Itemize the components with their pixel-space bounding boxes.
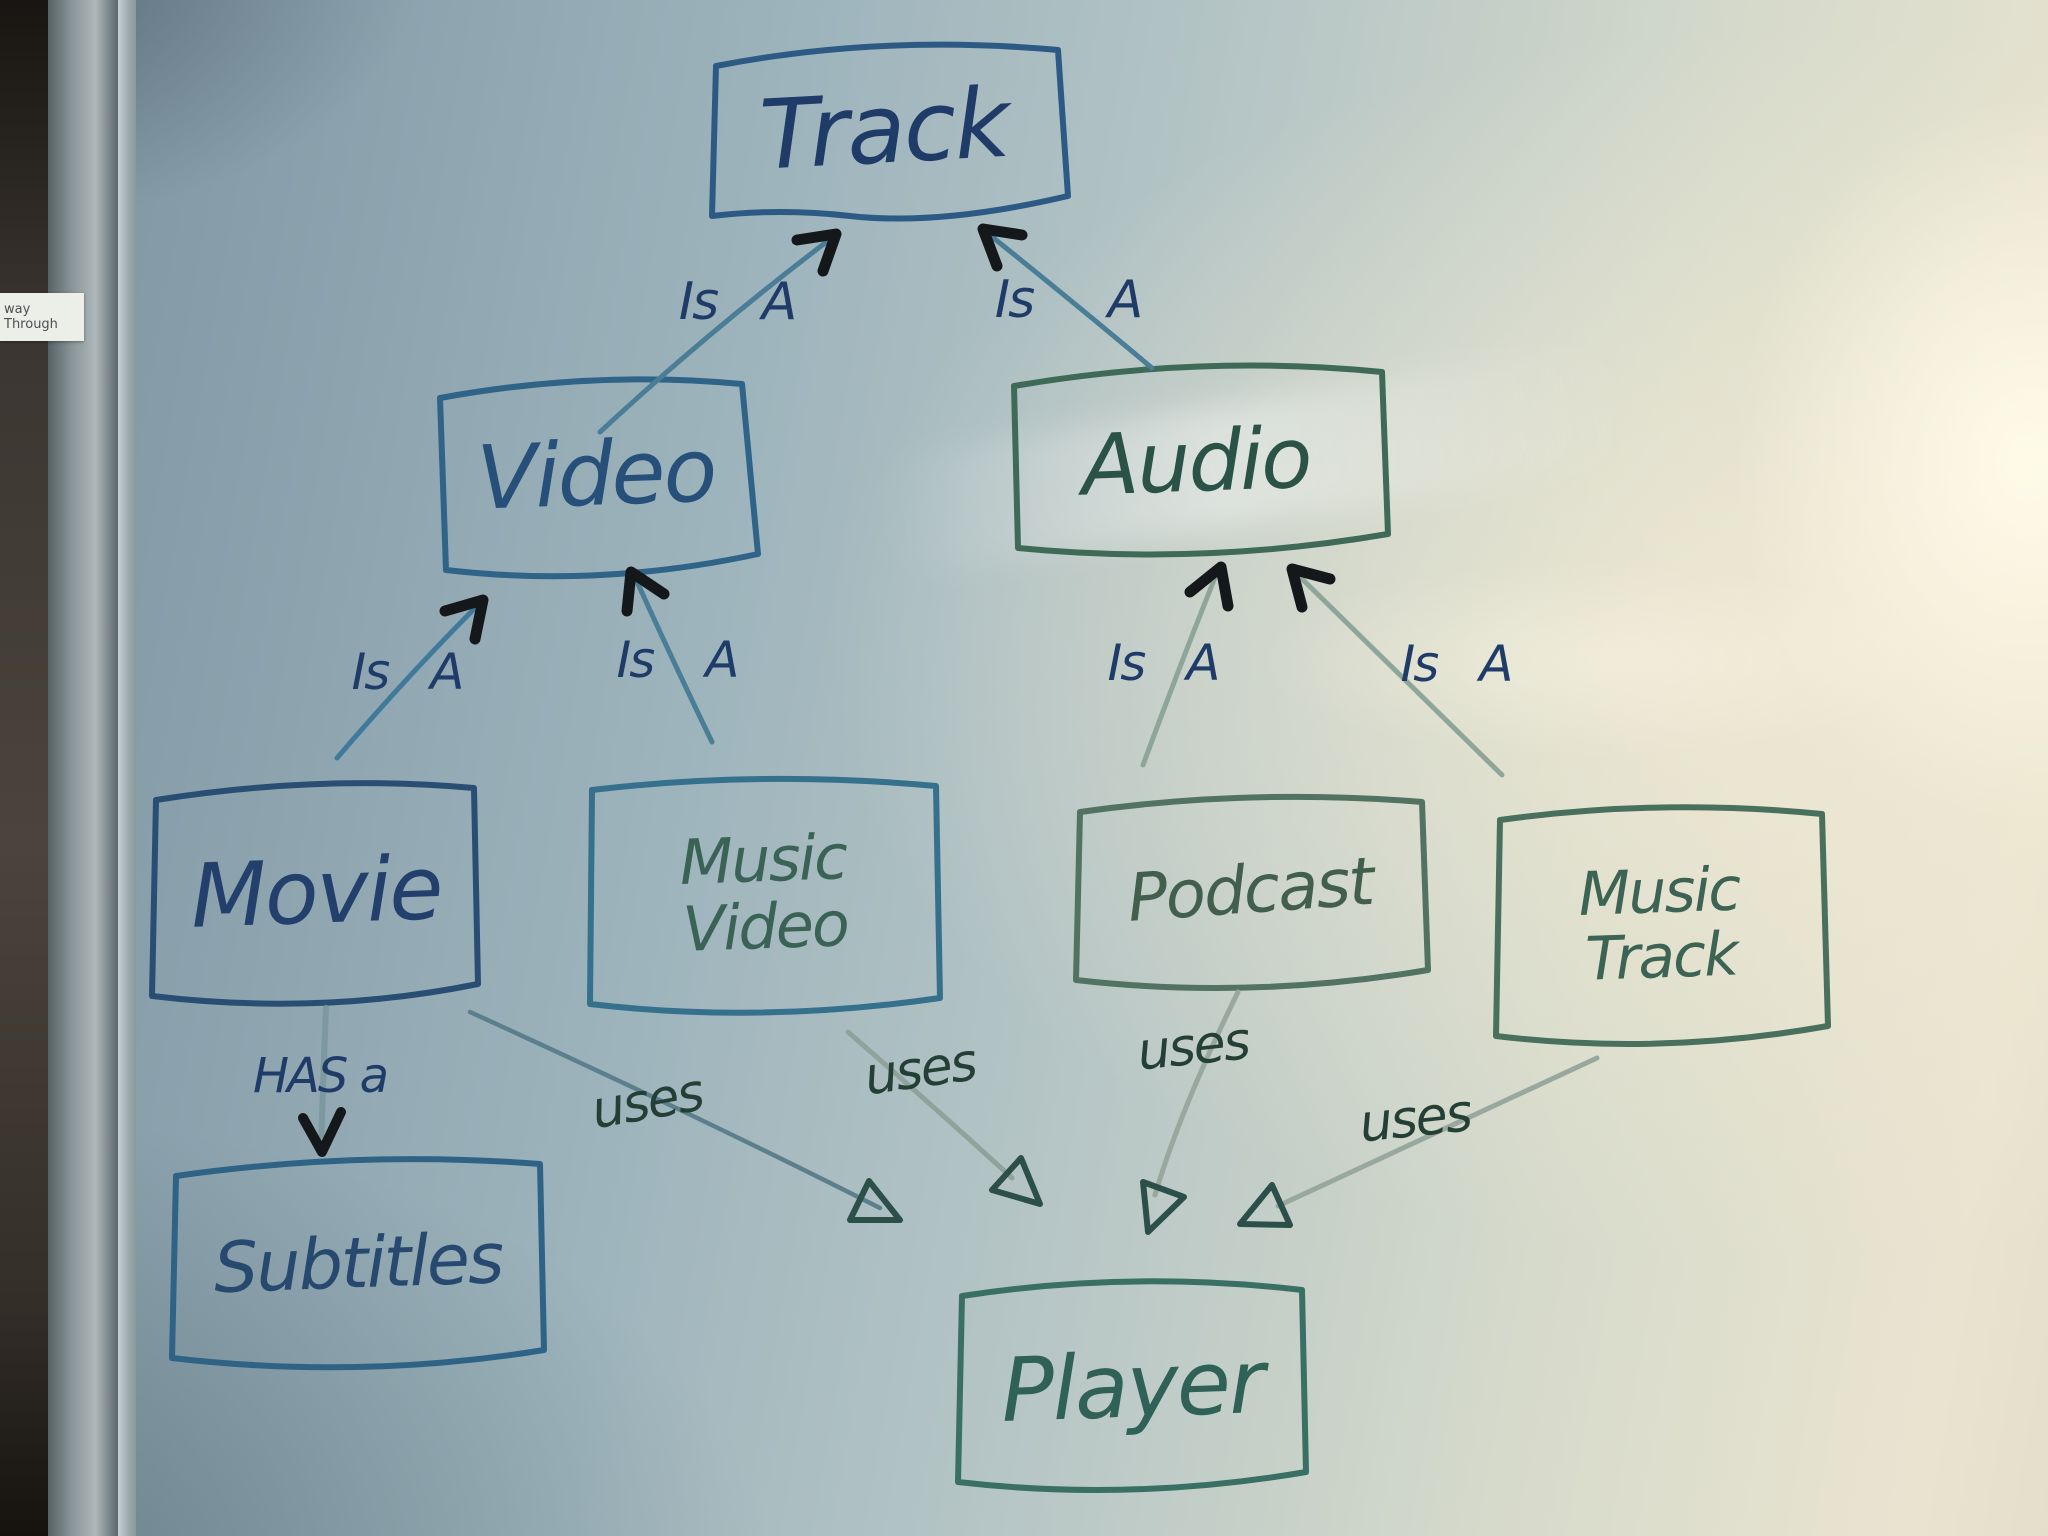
edge-podcast-audio-arrowhead <box>1184 561 1234 612</box>
edge-video-track-arrowhead <box>791 228 842 277</box>
board-edge-seam <box>118 0 136 1536</box>
edge-label-audio-track-isa: Is A <box>994 269 1144 330</box>
node-music-video-box <box>587 775 943 1016</box>
edge-label-movie-subtitles-hasa: HAS a <box>252 1048 389 1105</box>
edge-movie-video-line <box>334 600 483 761</box>
edge-label-video-track-isa: Is A <box>678 271 798 332</box>
node-label-movie: Movie <box>189 836 443 948</box>
node-video-box <box>437 376 761 580</box>
node-label-music-video-line1: Music <box>678 820 848 899</box>
edge-music-video-player-line <box>845 1029 1015 1181</box>
edge-video-track-line <box>597 234 836 435</box>
node-label-track: Track <box>757 66 1011 192</box>
node-music-track-box <box>1493 804 1831 1047</box>
board-frame-rail <box>48 0 118 1536</box>
edge-music-track-audio-line <box>1292 569 1505 778</box>
wall-edge <box>0 0 48 1536</box>
node-label-music-track-line1: Music <box>1577 854 1741 931</box>
node-label-subtitles: Subtitles <box>212 1217 504 1310</box>
edge-label-movie-video-isa: Is A <box>351 643 465 701</box>
node-label-music-track: Music Track <box>1577 854 1742 995</box>
edge-movie-subtitles-line <box>318 1005 329 1153</box>
node-label-music-track-line2: Track <box>1584 919 1738 995</box>
node-label-music-video: Music Video <box>678 820 850 966</box>
edge-music-video-player-arrowhead <box>989 1155 1043 1207</box>
edge-label-music-track-audio-isa: Is A <box>1400 635 1514 693</box>
node-label-video: Video <box>475 418 717 530</box>
edge-label-podcast-audio-isa: Is A <box>1107 634 1221 692</box>
edge-label-podcast-player-uses: uses <box>1134 1011 1252 1083</box>
edge-podcast-player-arrowhead <box>1140 1179 1187 1235</box>
edge-music-track-audio-arrowhead <box>1286 563 1336 613</box>
node-label-music-video-line2: Video <box>681 887 849 966</box>
edge-music-video-video-arrowhead <box>621 566 670 617</box>
edge-movie-subtitles-arrowhead <box>298 1107 346 1157</box>
edge-music-track-player-arrowhead <box>1237 1182 1293 1228</box>
edge-movie-player-arrowhead <box>847 1178 903 1223</box>
edge-music-track-player-line <box>1275 1055 1600 1209</box>
sticker-note-text: way Through <box>4 302 58 332</box>
edge-music-video-video-line <box>631 572 715 745</box>
node-track-box <box>709 41 1071 222</box>
node-label-podcast: Podcast <box>1125 842 1375 937</box>
edge-label-music-video-video-isa: Is A <box>616 631 740 689</box>
node-movie-box <box>149 780 481 1007</box>
edge-podcast-audio-line <box>1140 567 1221 768</box>
node-label-audio: Audio <box>1079 408 1313 515</box>
edge-audio-track-arrowhead <box>977 223 1028 272</box>
edge-label-music-track-player-uses: uses <box>1356 1083 1474 1155</box>
node-podcast-box <box>1073 793 1431 991</box>
light-reflection-glow <box>1250 560 1950 760</box>
node-subtitles-box <box>169 1156 547 1371</box>
node-audio-box <box>1011 362 1391 558</box>
edge-audio-track-line <box>983 229 1155 371</box>
sticker-note: way Through <box>0 293 84 341</box>
edge-movie-video-arrowhead <box>439 594 489 645</box>
node-label-player: Player <box>999 1329 1265 1443</box>
edge-movie-player-line <box>467 1009 883 1211</box>
node-player-box <box>955 1278 1309 1493</box>
edge-podcast-player-line <box>1152 989 1241 1198</box>
